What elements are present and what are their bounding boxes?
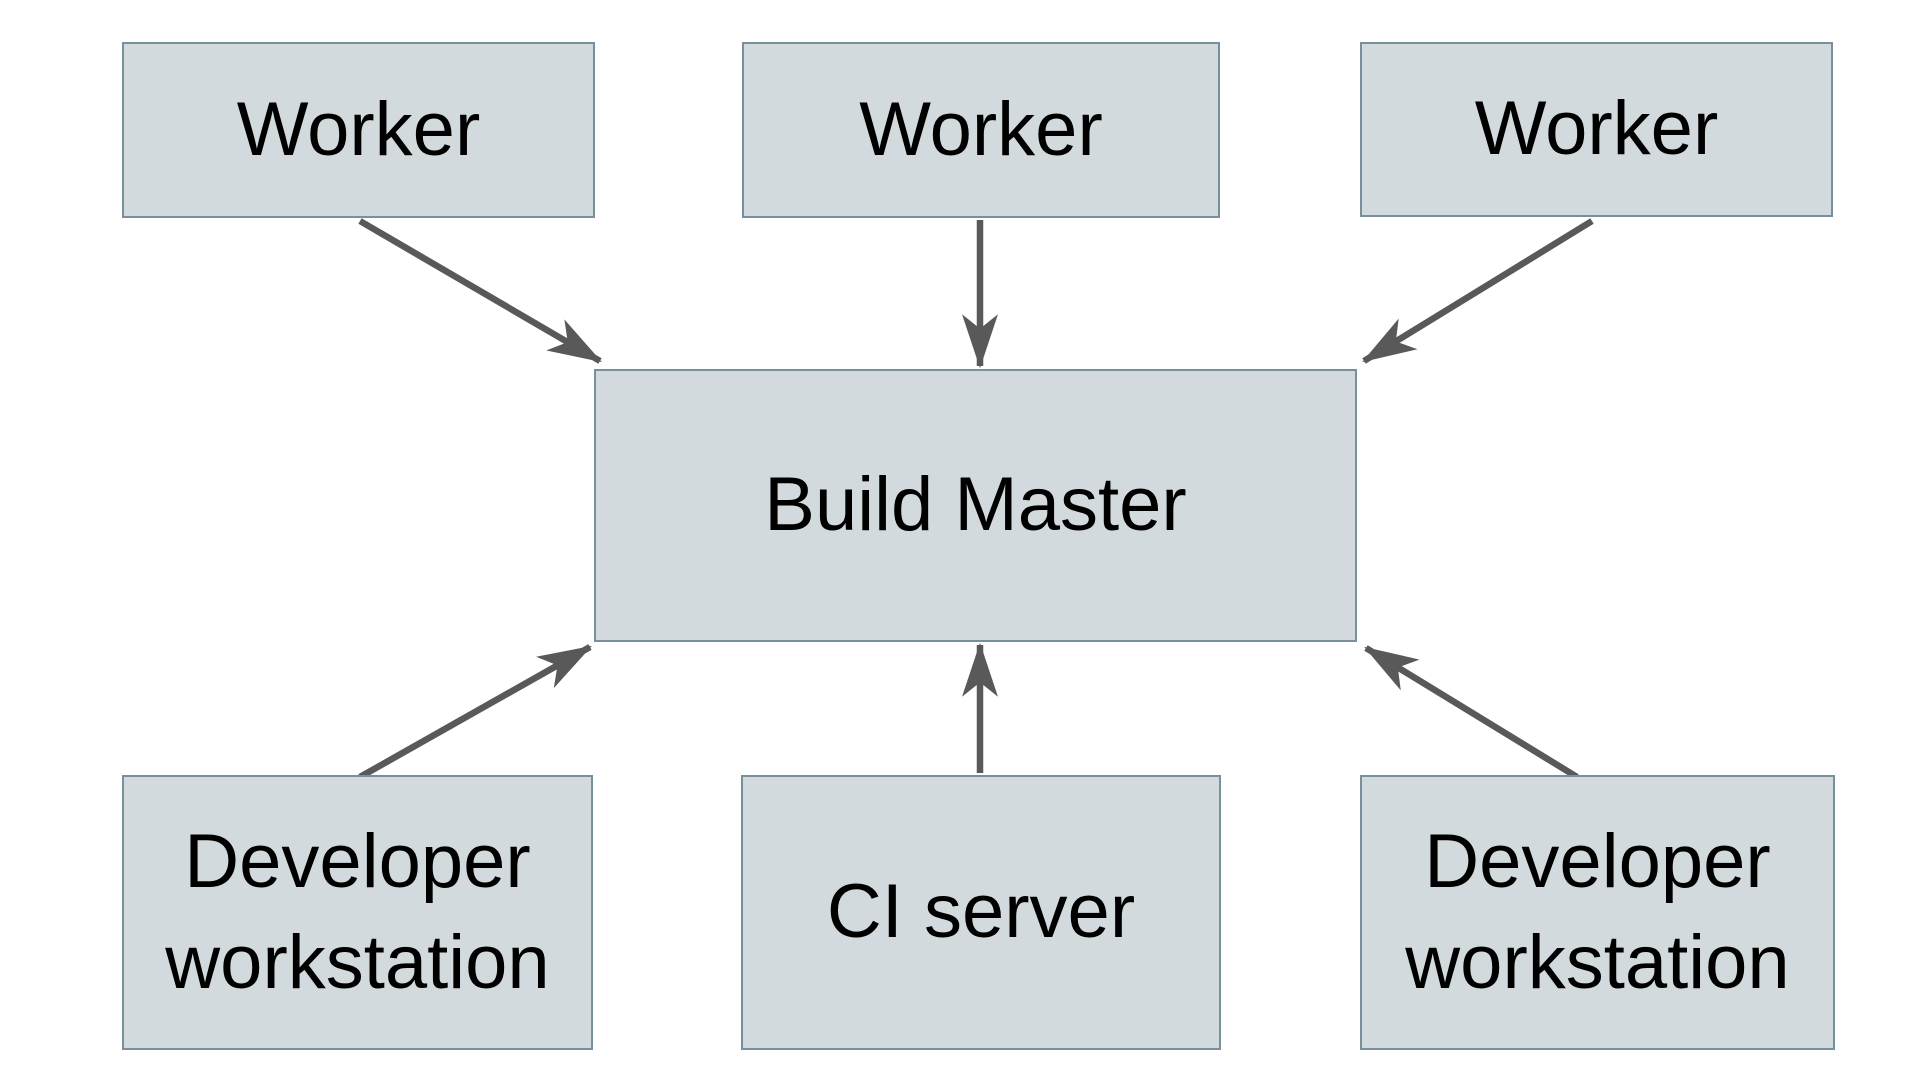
node-worker-3: Worker bbox=[1360, 42, 1833, 217]
node-label-dev-workstation-left: Developer workstation bbox=[165, 819, 550, 1005]
node-worker-2: Worker bbox=[742, 42, 1220, 218]
node-build-master: Build Master bbox=[594, 369, 1357, 642]
node-label-ci-server: CI server bbox=[826, 869, 1136, 955]
node-ci-server: CI server bbox=[741, 775, 1221, 1050]
node-label-worker-3: Worker bbox=[1474, 86, 1719, 172]
node-label-dev-workstation-right: Developer workstation bbox=[1405, 819, 1790, 1005]
node-label-build-master: Build Master bbox=[764, 462, 1187, 548]
node-label-worker-1: Worker bbox=[236, 86, 481, 172]
edge-arrow-worker-3-to-build-master bbox=[1362, 218, 1594, 364]
node-dev-workstation-right: Developer workstation bbox=[1360, 775, 1835, 1050]
edge-arrow-dev-workstation-left-to-build-master bbox=[358, 644, 592, 780]
node-label-worker-2: Worker bbox=[859, 86, 1103, 172]
node-worker-1: Worker bbox=[122, 42, 595, 218]
node-dev-workstation-left: Developer workstation bbox=[122, 775, 593, 1050]
edge-arrow-worker-1-to-build-master bbox=[358, 218, 602, 364]
edge-arrow-dev-workstation-right-to-build-master bbox=[1364, 645, 1579, 780]
